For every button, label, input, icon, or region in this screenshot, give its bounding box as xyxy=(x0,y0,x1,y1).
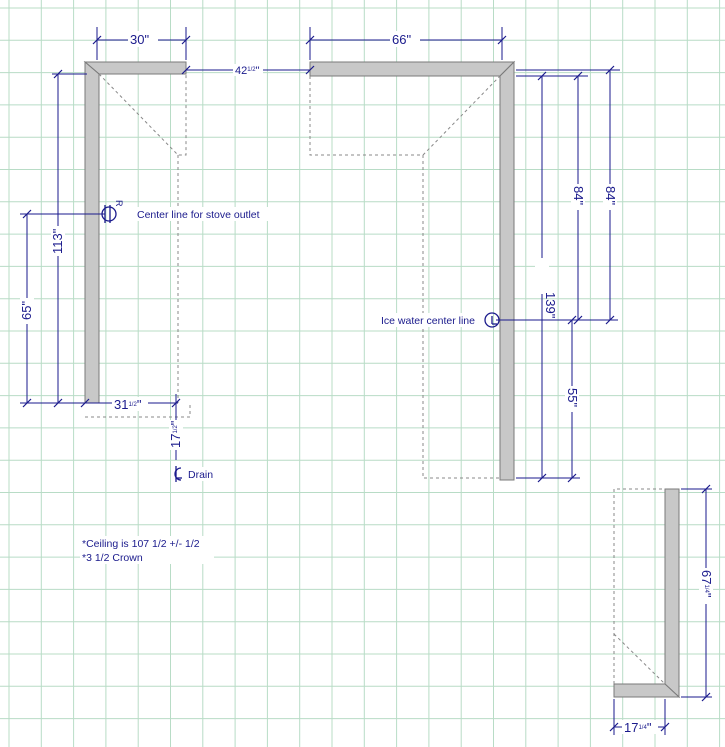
right-base-cabinet-outline xyxy=(422,155,500,479)
cabinet-outlines xyxy=(85,73,666,685)
dim-far-right-length: 671/4" xyxy=(699,570,714,598)
left-upper-cabinet-outline xyxy=(98,73,187,156)
right-top-wall xyxy=(309,61,516,77)
outlet-marker-label: R xyxy=(114,200,124,207)
dim-left-base-depth: 311/2" xyxy=(114,397,142,412)
far-right-bottom-wall xyxy=(613,683,681,698)
dimension-lines xyxy=(20,27,712,735)
dimension-labels: 30" 66" 421/2" 113" 65" 311/2" 171/2" 13… xyxy=(19,31,714,735)
dim-far-right-bottom: 171/4" xyxy=(624,720,652,735)
dimension-ticks xyxy=(22,35,711,732)
note-crown: *3 1/2 Crown xyxy=(82,552,143,564)
dim-right-wall-full: 139" xyxy=(543,292,558,319)
dim-drain-offset: 171/2" xyxy=(168,420,183,448)
right-vertical-wall xyxy=(499,60,515,481)
left-top-wall xyxy=(83,61,187,75)
dim-stove-height: 65" xyxy=(19,301,34,320)
far-right-cabinet-outline xyxy=(613,488,665,684)
far-right-vertical-wall xyxy=(664,488,680,699)
stove-outlet-symbol xyxy=(101,205,117,223)
drain-label: Drain xyxy=(188,469,213,481)
dim-left-top-width: 30" xyxy=(130,32,149,47)
left-base-return-outline xyxy=(85,403,191,418)
dim-ice-water-height: 55" xyxy=(565,388,580,407)
dim-right-upper-a: 84" xyxy=(571,186,586,205)
drain-symbol xyxy=(174,466,182,482)
ice-water-symbol xyxy=(484,312,500,328)
dim-gap-between-walls: 421/2" xyxy=(235,65,260,77)
left-vertical-wall xyxy=(84,60,100,404)
right-upper-cabinet-outline xyxy=(309,75,501,156)
dim-right-top-width: 66" xyxy=(392,32,411,47)
stove-outlet-label: Center line for stove outlet xyxy=(137,209,260,221)
walls xyxy=(83,60,681,699)
dim-right-upper-b: 84" xyxy=(603,186,618,205)
note-ceiling: *Ceiling is 107 1/2 +/- 1/2 xyxy=(82,538,200,550)
dim-left-wall-full: 113" xyxy=(50,228,65,254)
ice-water-label: Ice water center line xyxy=(381,315,475,327)
far-right-corner-outline xyxy=(613,633,666,685)
